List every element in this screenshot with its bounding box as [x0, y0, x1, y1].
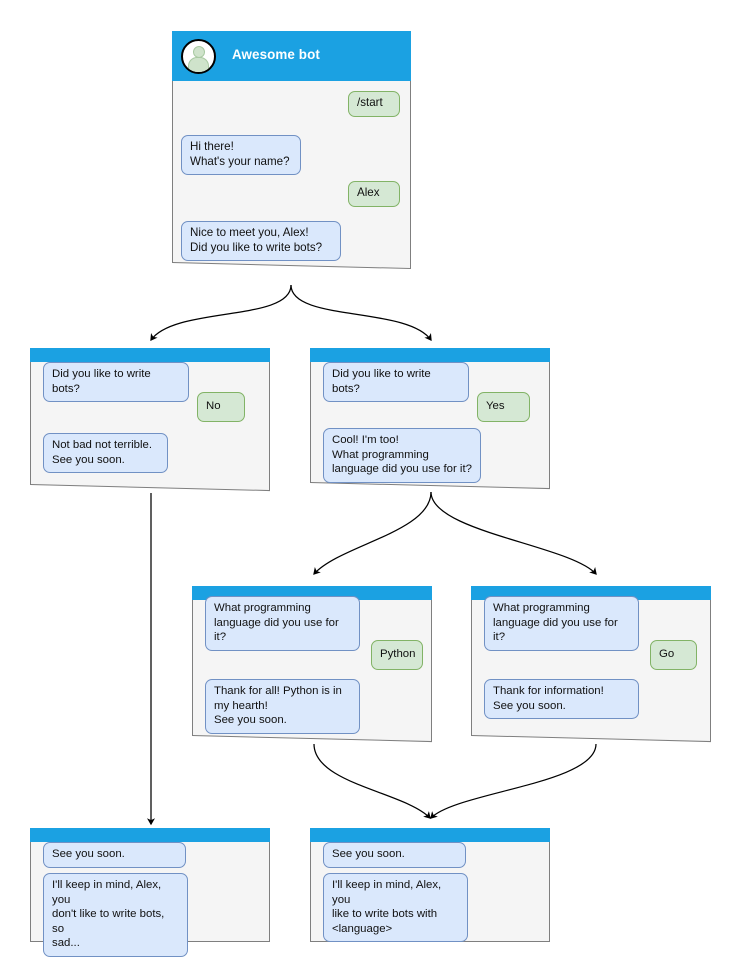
edge-python-to-end	[313, 743, 431, 819]
node-titlebar	[310, 348, 550, 362]
chat-node-root[interactable]: Awesome bot /start Hi there! What's your…	[172, 31, 411, 270]
message-bubble-bot[interactable]: Not bad not terrible. See you soon.	[43, 433, 168, 474]
message-bubble-bot[interactable]: See you soon.	[323, 842, 466, 868]
message-bubble-user[interactable]: /start	[348, 91, 400, 117]
node-messages: /start Hi there! What's your name? Alex …	[172, 31, 411, 263]
bot-name-label: Awesome bot	[232, 47, 320, 62]
chat-node-no-branch[interactable]: Did you like to write bots? No Not bad n…	[30, 348, 270, 492]
avatar-body	[188, 57, 209, 72]
chat-node-python-branch[interactable]: What programming language did you use fo…	[192, 586, 432, 743]
node-titlebar: Awesome bot	[172, 31, 411, 81]
node-titlebar	[30, 348, 270, 362]
message-bubble-bot[interactable]: Thank for information! See you soon.	[484, 679, 639, 720]
node-titlebar	[310, 828, 550, 842]
chat-node-yes-branch[interactable]: Did you like to write bots? Yes Cool! I'…	[310, 348, 550, 490]
chat-node-go-branch[interactable]: What programming language did you use fo…	[471, 586, 711, 743]
message-bubble-user[interactable]: Go	[650, 640, 697, 670]
edge-yes-to-go	[430, 491, 597, 575]
edge-go-to-end	[430, 743, 597, 819]
message-bubble-user[interactable]: No	[197, 392, 245, 422]
message-bubble-bot[interactable]: Hi there! What's your name?	[181, 135, 301, 176]
message-bubble-user[interactable]: Python	[371, 640, 423, 670]
user-avatar-icon	[181, 39, 216, 74]
node-messages: See you soon. I'll keep in mind, Alex, y…	[310, 828, 550, 943]
node-messages: What programming language did you use fo…	[192, 586, 432, 736]
node-messages: Did you like to write bots? Yes Cool! I'…	[310, 348, 550, 483]
chat-node-end-yes[interactable]: See you soon. I'll keep in mind, Alex, y…	[310, 828, 550, 943]
message-bubble-bot[interactable]: Did you like to write bots?	[43, 362, 189, 403]
message-bubble-bot[interactable]: What programming language did you use fo…	[205, 596, 360, 651]
node-messages: Did you like to write bots? No Not bad n…	[30, 348, 270, 485]
node-titlebar	[30, 828, 270, 842]
message-bubble-user[interactable]: Alex	[348, 181, 400, 207]
message-bubble-bot[interactable]: See you soon.	[43, 842, 186, 868]
message-bubble-bot[interactable]: Nice to meet you, Alex! Did you like to …	[181, 221, 341, 262]
edge-yes-to-python	[313, 491, 432, 575]
message-bubble-bot[interactable]: I'll keep in mind, Alex, you don't like …	[43, 873, 188, 957]
edge-root-to-no	[150, 284, 292, 342]
message-bubble-bot[interactable]: I'll keep in mind, Alex, you like to wri…	[323, 873, 468, 943]
message-bubble-bot[interactable]: Did you like to write bots?	[323, 362, 469, 403]
message-bubble-bot[interactable]: Thank for all! Python is in my hearth! S…	[205, 679, 360, 734]
node-messages: What programming language did you use fo…	[471, 586, 711, 736]
message-bubble-user[interactable]: Yes	[477, 392, 530, 422]
edge-root-to-yes	[290, 284, 432, 342]
chat-node-end-no[interactable]: See you soon. I'll keep in mind, Alex, y…	[30, 828, 270, 957]
node-messages: See you soon. I'll keep in mind, Alex, y…	[30, 828, 270, 957]
message-bubble-bot[interactable]: Cool! I'm too! What programming language…	[323, 428, 481, 483]
message-bubble-bot[interactable]: What programming language did you use fo…	[484, 596, 639, 651]
